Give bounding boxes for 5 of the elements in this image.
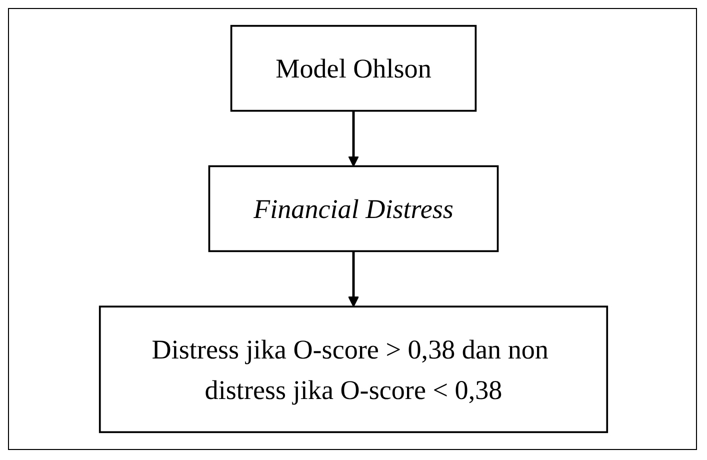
arrow — [348, 251, 359, 308]
arrow — [348, 110, 359, 167]
node-box: Financial Distress — [208, 165, 499, 252]
node-box: Distress jika O-score > 0,38 dan non distress jika O-score < 0,38 — [98, 306, 608, 434]
node-box: Model Ohlson — [230, 24, 477, 112]
